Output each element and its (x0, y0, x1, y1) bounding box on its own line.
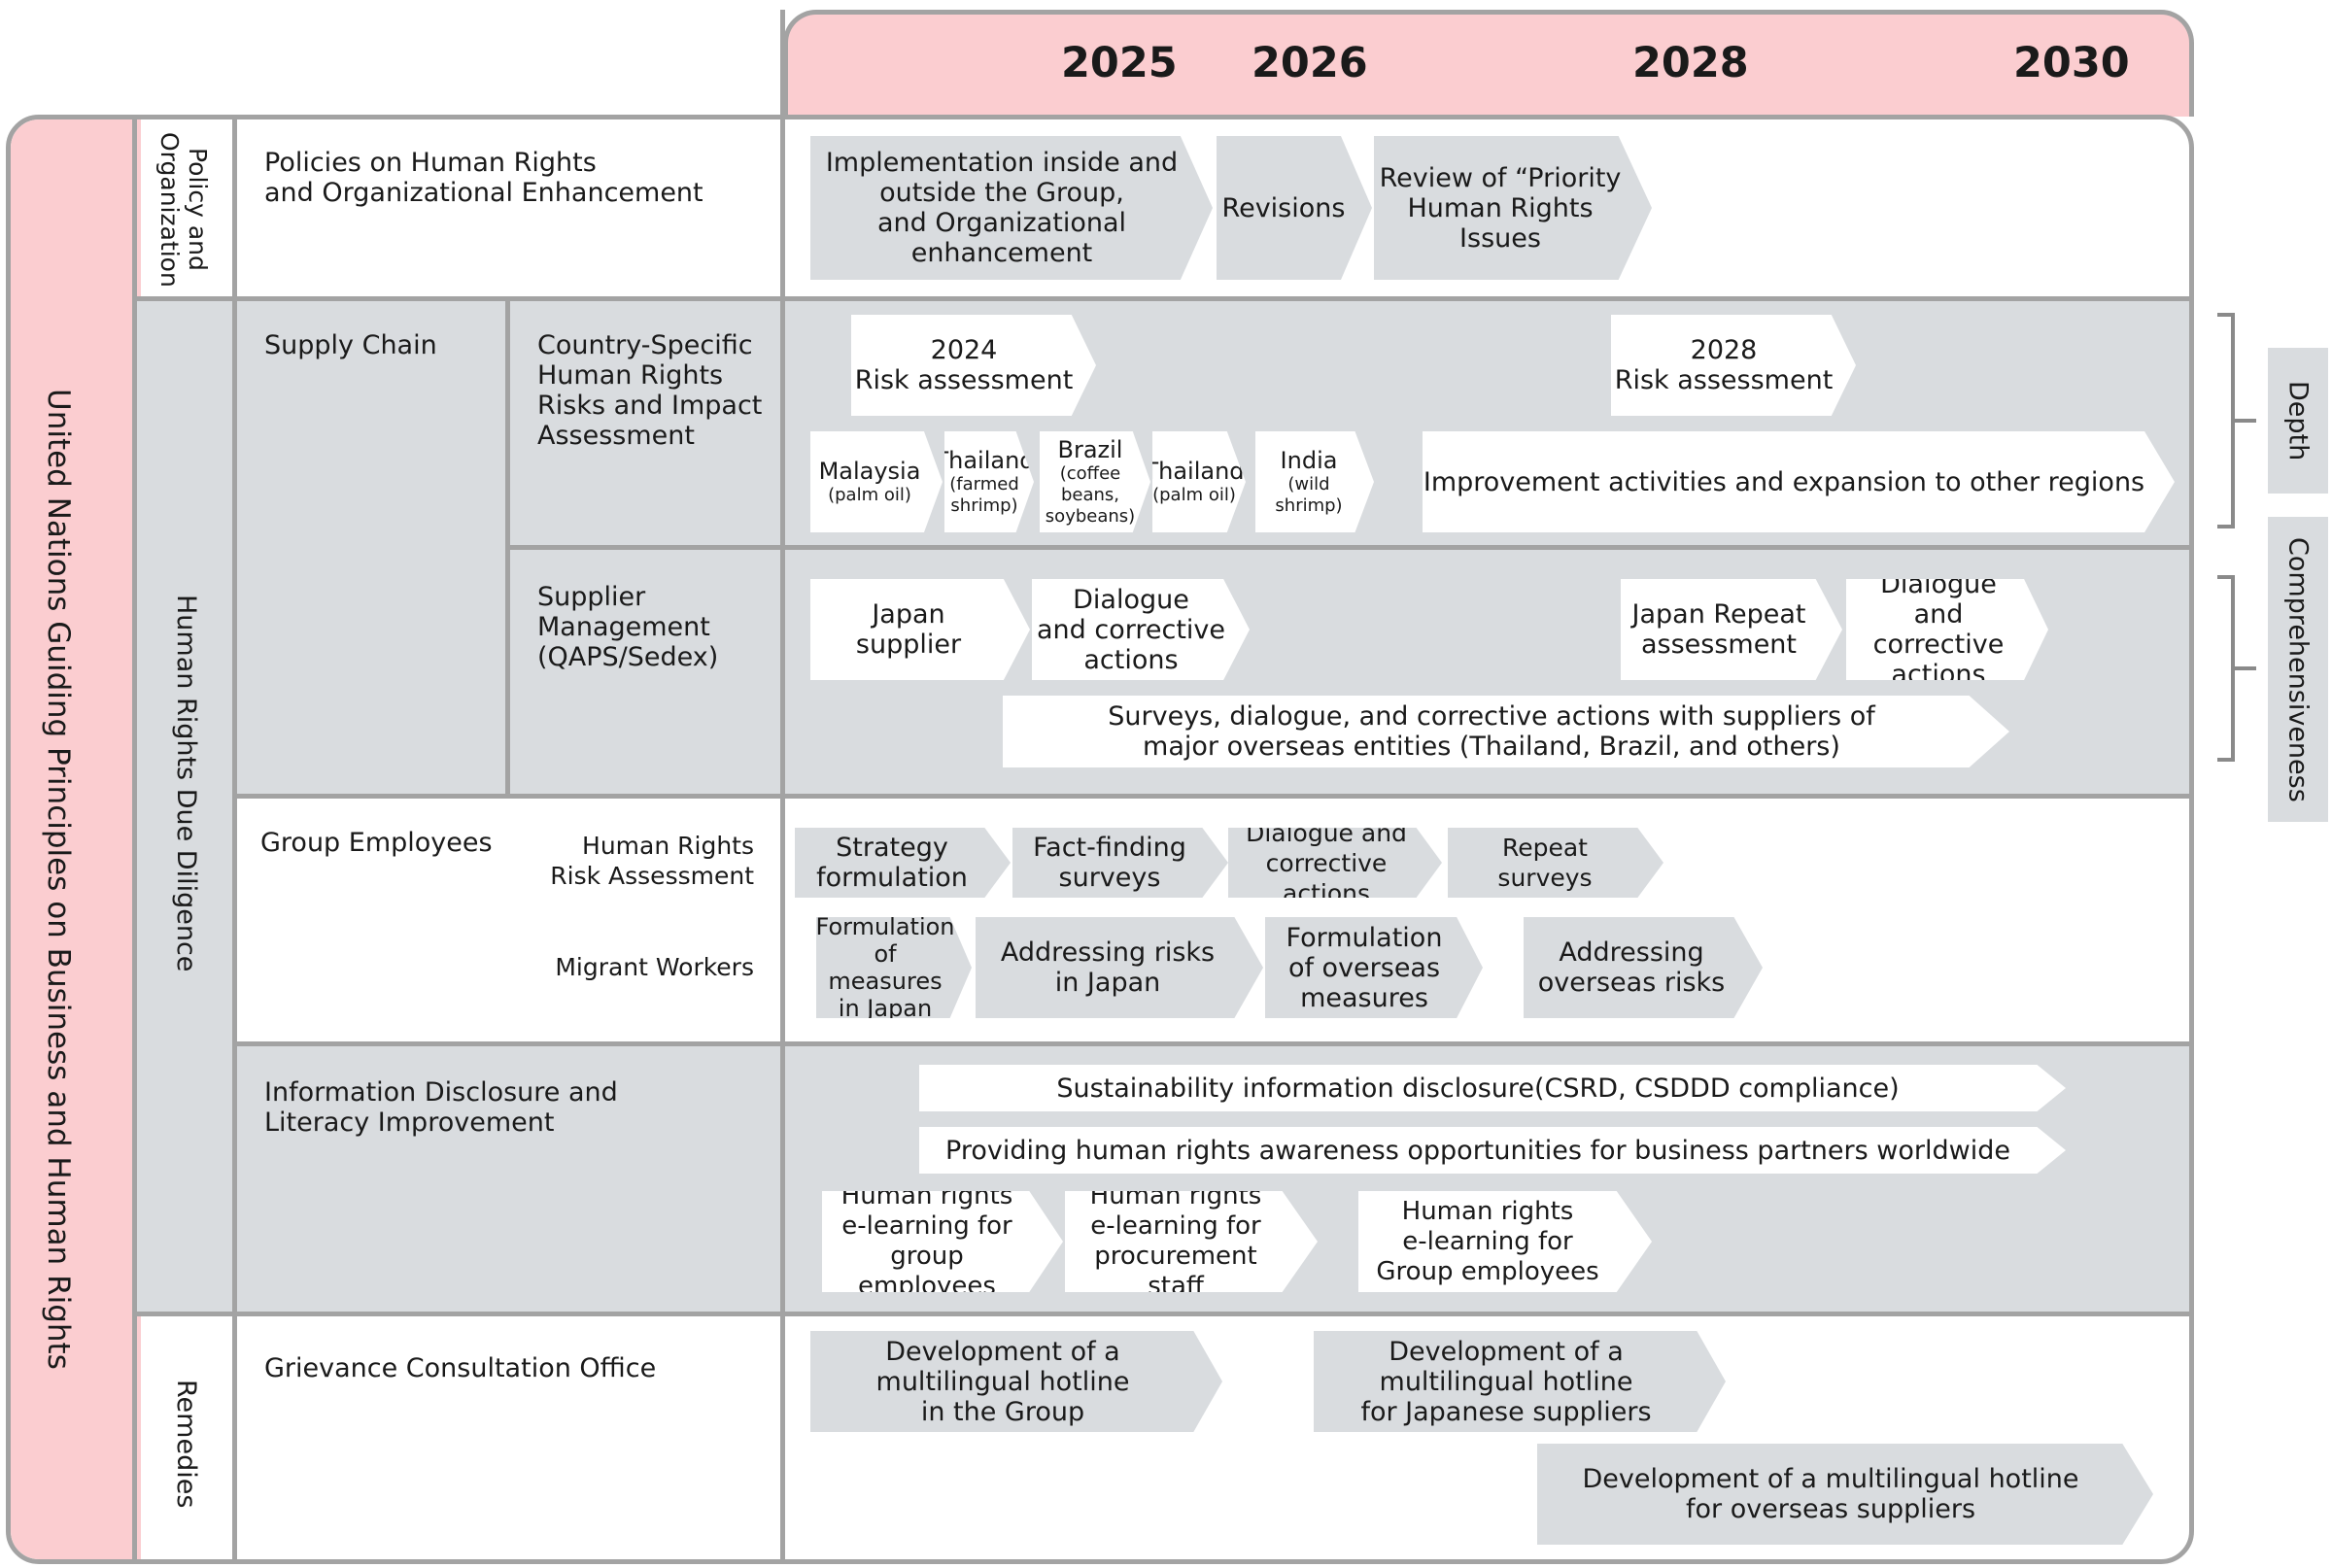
grievance-label: Grievance Consultation Office (264, 1353, 657, 1383)
country-india: India (wild shrimp) (1255, 431, 1374, 532)
country-thailand-palm-name: Thailand (1144, 458, 1245, 485)
country-thailand-palm: Thailand (palm oil) (1152, 431, 1246, 532)
hotline-overseas-suppliers: Development of a multilingual hotline fo… (1537, 1444, 2153, 1545)
country-thailand-shrimp-name: Thailand (934, 447, 1035, 474)
country-brazil-note: (coffee beans, soybeans) (1045, 463, 1136, 527)
remedies-label: Remedies (171, 1380, 201, 1509)
country-thailand-shrimp: Thailand (farmed shrimp) (944, 431, 1034, 532)
comprehensiveness-tag: Comprehensiveness (2268, 517, 2328, 822)
supplier-japan-repeat: Japan Repeat assessment (1621, 579, 1842, 680)
elearning-group-2: Human rights e-learning for Group employ… (1358, 1191, 1652, 1292)
migrant-workers-label: Migrant Workers (555, 953, 754, 981)
country-malaysia: Malaysia (palm oil) (810, 431, 943, 532)
risk-assessment-2028: 2028 Risk assessment (1611, 315, 1856, 416)
supplier-dialogue-2: Dialogue and corrective actions (1846, 579, 2048, 680)
supplier-surveys-overseas: Surveys, dialogue, and corrective action… (1003, 696, 2009, 767)
comprehensiveness-bracket (2217, 575, 2235, 762)
hotline-group: Development of a multilingual hotline in… (810, 1331, 1222, 1432)
year-2026: 2026 (1252, 39, 1368, 87)
year-2025: 2025 (1061, 39, 1178, 87)
country-specific-label: Country-Specific Human Rights Risks and … (537, 330, 763, 451)
risk-step-strategy: Strategy formulation (795, 828, 1011, 898)
policy-organization-label: Policy and Organization (155, 132, 212, 288)
supplier-japan: Japan supplier (810, 579, 1030, 680)
supplier-management-label: Supplier Management (QAPS/Sedex) (537, 582, 719, 672)
principles-column (11, 119, 141, 1559)
hotline-japanese-suppliers: Development of a multilingual hotline fo… (1314, 1331, 1726, 1432)
country-brazil-name: Brazil (1057, 436, 1123, 463)
country-brazil: Brazil (coffee beans, soybeans) (1040, 431, 1150, 532)
employees-band (232, 797, 782, 1043)
year-header (783, 10, 2194, 117)
risk-step-dialogue: Dialogue and corrective actions (1228, 828, 1442, 898)
migrant-step-addressing-overseas: Addressing overseas risks (1524, 917, 1763, 1018)
elearning-group-1: Human rights e-learning for group employ… (822, 1191, 1063, 1292)
improvement-activities: Improvement activities and expansion to … (1423, 431, 2175, 532)
year-2028: 2028 (1632, 39, 1749, 87)
risk-step-fact-finding: Fact-finding surveys (1012, 828, 1228, 898)
hrdd-label: Human Rights Due Diligence (171, 595, 201, 972)
hrdd-band-left (137, 300, 232, 1313)
country-thailand-palm-note: (palm oil) (1152, 485, 1236, 505)
policy-step-implementation: Implementation inside and outside the Gr… (810, 136, 1213, 280)
country-thailand-shrimp-note: (farmed shrimp) (949, 474, 1019, 516)
supply-chain-label: Supply Chain (264, 330, 437, 360)
disclosure-awareness: Providing human rights awareness opportu… (919, 1127, 2066, 1174)
country-india-name: India (1280, 447, 1338, 474)
policy-step-revisions: Revisions (1217, 136, 1372, 280)
disclosure-sustainability: Sustainability information disclosure(CS… (919, 1065, 2066, 1111)
group-employees-label: Group Employees (260, 828, 493, 858)
depth-tag: Depth (2268, 348, 2328, 494)
policy-step-review: Review of “Priority Human Rights Issues (1374, 136, 1652, 280)
country-malaysia-name: Malaysia (818, 458, 921, 485)
depth-bracket (2217, 313, 2235, 528)
migrant-step-formulation-japan: Formulation of measures in Japan (816, 917, 972, 1018)
migrant-step-formulation-overseas: Formulation of overseas measures (1265, 917, 1483, 1018)
elearning-procurement: Human rights e-learning for procurement … (1065, 1191, 1318, 1292)
risk-step-repeat: Repeat surveys (1448, 828, 1663, 898)
country-malaysia-note: (palm oil) (828, 485, 911, 505)
migrant-step-addressing-japan: Addressing risks in Japan (976, 917, 1263, 1018)
country-india-note: (wild shrimp) (1275, 474, 1343, 516)
disclosure-label: Information Disclosure and Literacy Impr… (264, 1077, 618, 1138)
year-2030: 2030 (2013, 39, 2130, 87)
risk-assessment-2024: 2024 Risk assessment (851, 315, 1096, 416)
principles-label: United Nations Guiding Principles on Bus… (41, 389, 76, 1370)
risk-assessment-label: Human Rights Risk Assessment (550, 832, 754, 890)
supplier-dialogue-1: Dialogue and corrective actions (1032, 579, 1250, 680)
policies-label: Policies on Human Rights and Organizatio… (264, 148, 703, 208)
